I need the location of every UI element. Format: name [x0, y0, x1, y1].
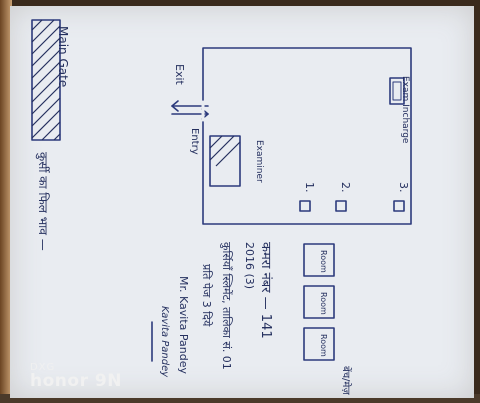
- note-line-1: कुर्सियाँ स्लिमेंट, तालिका सं. 01: [220, 242, 233, 370]
- exit-label: Exit: [173, 64, 186, 85]
- camera-watermark: DXG honor 9N: [30, 362, 122, 391]
- row-label-2: 2.: [339, 182, 352, 193]
- student-seats: [299, 200, 405, 212]
- signer-name: Mr. Kavita Pandey: [177, 276, 190, 374]
- watermark-brand-mark: DXG: [30, 362, 56, 373]
- watermark-device: honor 9N: [30, 371, 122, 391]
- room-number: कमरा नंबर — 141: [258, 242, 273, 339]
- door-arrows: [171, 100, 209, 122]
- chair-label: कुर्सी का फिल भाव —: [36, 152, 50, 251]
- exam-incharge-label: Exam Incharge: [400, 76, 410, 144]
- entry-label: Entry: [189, 128, 200, 155]
- examiner-label: Examiner: [254, 140, 264, 183]
- right-label: बेंच/मेज़: [340, 366, 351, 395]
- exam-room-outline: [202, 47, 412, 225]
- exam-incharge-desk: [389, 77, 405, 105]
- box-label-2: Room: [319, 292, 328, 315]
- main-gate-label: Main Gate: [56, 26, 70, 88]
- box-label-1: Room: [319, 250, 328, 273]
- main-gate-wall: [31, 19, 61, 141]
- row-label-1: 1.: [303, 182, 316, 193]
- table-edge-left: [0, 0, 12, 403]
- examiner-desk: [209, 135, 241, 187]
- paper-sheet: Main Gate कुर्सी का फिल भाव — Exam Incha…: [10, 6, 474, 398]
- room-boxes: [303, 243, 335, 361]
- count-label: 2016 (3): [243, 242, 256, 290]
- row-label-3: 3.: [397, 182, 410, 193]
- box-label-3: Room: [319, 334, 328, 357]
- signature: Kavita Pandey: [159, 306, 170, 378]
- note-line-2: प्रति पेज 3 दिये: [200, 264, 213, 327]
- table-edge-bottom: [0, 394, 480, 403]
- sketch-drawing: [31, 19, 412, 362]
